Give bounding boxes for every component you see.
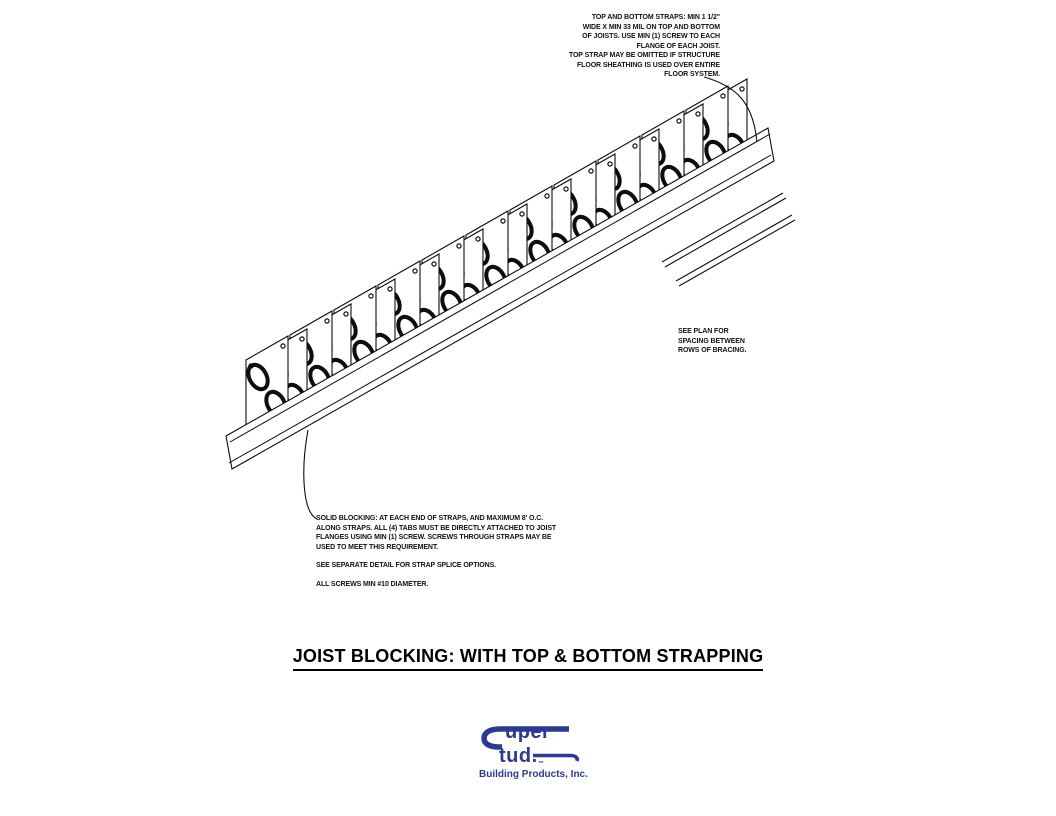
note-line: FLANGES USING MIN (1) SCREW. SCREWS THRO… bbox=[316, 534, 552, 541]
logo-word-super: uper bbox=[505, 721, 550, 743]
note-solid-blocking: SOLID BLOCKING: AT EACH END OF STRAPS, A… bbox=[316, 514, 556, 589]
note-line: FLOOR SYSTEM. bbox=[664, 71, 720, 78]
note-line: USED TO MEET THIS REQUIREMENT. bbox=[316, 543, 439, 551]
screw-hole bbox=[431, 261, 437, 267]
screw-hole bbox=[248, 363, 254, 369]
screw-hole bbox=[343, 311, 349, 317]
screw-hole bbox=[563, 186, 569, 192]
screw-hole bbox=[456, 243, 462, 249]
note-row-spacing: SEE PLAN FOR SPACING BETWEEN ROWS OF BRA… bbox=[678, 327, 747, 356]
bottom-strap-edge bbox=[678, 219, 796, 287]
leader-line-blocking-note bbox=[303, 429, 318, 520]
logo-s-bottom-bar bbox=[533, 753, 580, 762]
screw-hole bbox=[368, 293, 374, 299]
super-stud-logo: uper tud. ™ Building Products, Inc. bbox=[479, 721, 588, 780]
note-strap-splice: SEE SEPARATE DETAIL FOR STRAP SPLICE OPT… bbox=[316, 562, 496, 569]
web-punchout-hole bbox=[246, 362, 270, 392]
leader-line-straps-note bbox=[703, 76, 758, 143]
note-line: FLANGE OF EACH JOIST. bbox=[636, 42, 721, 50]
screw-hole bbox=[632, 143, 638, 149]
top-strap-thickness bbox=[229, 133, 771, 443]
bottom-strap-edge bbox=[664, 197, 787, 268]
logo-trademark: ™ bbox=[538, 760, 544, 767]
screw-hole bbox=[607, 161, 613, 167]
note-line: SEE PLAN FOR bbox=[678, 328, 729, 335]
bottom-strap-edge bbox=[661, 192, 784, 263]
top-strap bbox=[225, 127, 775, 470]
screw-hole bbox=[651, 136, 657, 142]
screw-hole bbox=[676, 118, 682, 124]
note-line: SOLID BLOCKING: AT EACH END OF STRAPS, A… bbox=[316, 515, 543, 522]
logo-word-stud: tud. bbox=[499, 745, 538, 767]
note-line: ALONG STRAPS. ALL (4) TABS MUST BE DIREC… bbox=[316, 524, 557, 532]
screw-hole bbox=[500, 218, 506, 224]
bottom-strap-edge bbox=[675, 214, 793, 282]
screw-hole bbox=[280, 343, 286, 349]
screw-hole bbox=[387, 286, 393, 292]
screw-hole bbox=[519, 211, 525, 217]
note-line: ROWS OF BRACING. bbox=[678, 347, 747, 354]
screw-hole bbox=[412, 268, 418, 274]
logo-tagline: Building Products, Inc. bbox=[479, 769, 588, 780]
logo-s-swoosh bbox=[481, 726, 569, 750]
screw-hole bbox=[720, 93, 726, 99]
note-line: OF JOISTS. USE MIN (1) SCREW TO EACH bbox=[582, 33, 720, 40]
note-line: WIDE X MIN 33 MIL ON TOP AND BOTTOM bbox=[582, 23, 720, 31]
screw-hole bbox=[299, 336, 305, 342]
top-strap-thickness bbox=[228, 154, 772, 464]
screw-hole bbox=[588, 168, 594, 174]
sheet-title-text: JOIST BLOCKING: WITH TOP & BOTTOM STRAPP… bbox=[292, 646, 764, 671]
screw-hole bbox=[324, 318, 330, 324]
screw-hole bbox=[544, 193, 550, 199]
screw-hole bbox=[475, 236, 481, 242]
sheet-title: JOIST BLOCKING: WITH TOP & BOTTOM STRAPP… bbox=[0, 646, 1056, 671]
note-line: TOP AND BOTTOM STRAPS: MIN 1 1/2" bbox=[591, 14, 720, 21]
note-line: TOP STRAP MAY BE OMITTED IF STRUCTURE bbox=[568, 52, 720, 59]
note-line: FLOOR SHEATHING IS USED OVER ENTIRE bbox=[577, 61, 720, 69]
company-logo: uper tud. ™ Building Products, Inc. bbox=[465, 714, 605, 784]
screw-hole bbox=[739, 86, 745, 92]
note-line: SPACING BETWEEN bbox=[678, 337, 745, 345]
screw-hole bbox=[695, 111, 701, 117]
note-straps: TOP AND BOTTOM STRAPS: MIN 1 1/2" WIDE X… bbox=[500, 13, 720, 80]
note-screw-diameter: ALL SCREWS MIN #10 DIAMETER. bbox=[316, 580, 429, 588]
